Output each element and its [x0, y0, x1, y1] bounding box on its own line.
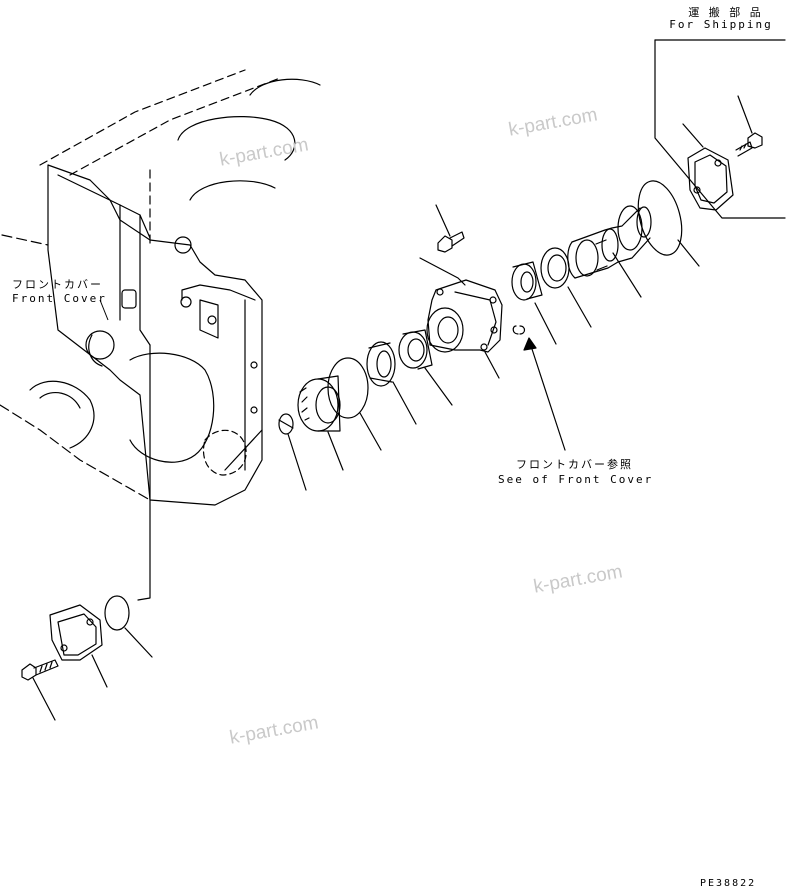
- shipping-parts-box: [654, 39, 786, 219]
- front-cover-label-jp: フロントカバー: [12, 278, 103, 291]
- drive-housing: [419, 204, 526, 379]
- see-front-cover-label-en: See of Front Cover: [498, 473, 654, 486]
- coupling-assembly: [511, 180, 700, 345]
- lower-cover-assembly: [21, 595, 153, 721]
- front-cover-label-en: Front Cover: [12, 292, 107, 305]
- shipping-label-jp: 運 搬 部 品: [688, 6, 764, 19]
- drain-line: [137, 499, 151, 601]
- bearing-stack: [278, 329, 453, 491]
- see-front-cover-label-jp: フロントカバー参照: [516, 458, 633, 471]
- drawing-number: PE38822: [700, 878, 757, 889]
- reference-arrow: [523, 337, 566, 451]
- shipping-label-en: For Shipping: [669, 18, 773, 31]
- engine-block: [0, 69, 321, 506]
